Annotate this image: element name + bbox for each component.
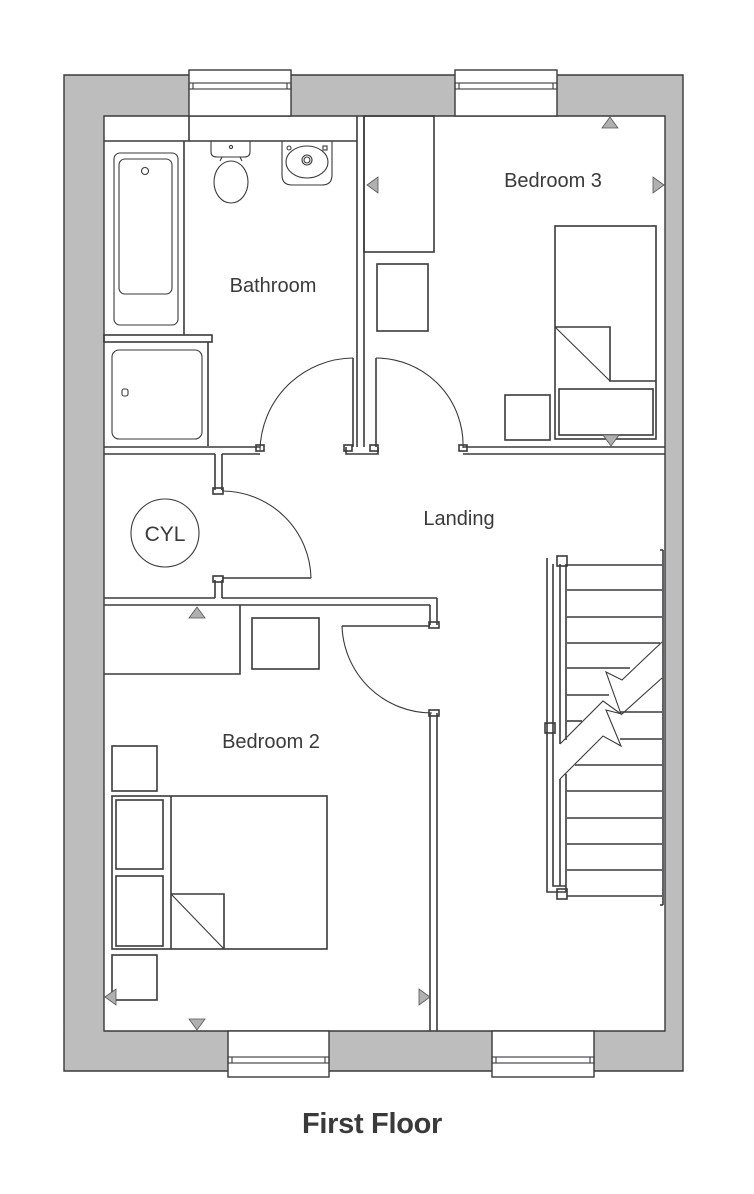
- toilet: [210, 141, 251, 204]
- arrow-right-icon: [418, 988, 431, 1006]
- bathroom-boxing: [104, 116, 357, 142]
- window-bottom-right: [491, 1030, 595, 1078]
- bedroom3-bedside: [504, 394, 551, 441]
- window-top-right: [454, 69, 558, 117]
- room-label-bedroom3: Bedroom 3: [504, 170, 602, 192]
- bath: [113, 141, 185, 335]
- bedroom3-wardrobe: [363, 115, 435, 253]
- window-top-left: [188, 69, 292, 117]
- door-bedroom3: [369, 357, 468, 452]
- cylinder-label: CYL: [145, 523, 186, 546]
- floor-title: First Floor: [301, 1108, 443, 1140]
- door-cylinder-cupboard: [212, 487, 312, 583]
- arrow-right-icon: [652, 176, 665, 194]
- bedroom2-bedside-bottom: [111, 954, 158, 1001]
- interior-walls: [104, 116, 665, 1031]
- bedroom2-double-bed: [111, 795, 328, 950]
- arrow-up-icon: [188, 606, 206, 619]
- room-label-bedroom2: Bedroom 2: [222, 731, 320, 753]
- bedroom2-wardrobe: [104, 605, 241, 675]
- room-label-landing: Landing: [423, 508, 494, 530]
- arrow-left-icon: [104, 988, 117, 1006]
- arrow-left-icon: [366, 176, 379, 194]
- external-wall: [63, 74, 684, 1072]
- bedroom3-chest: [376, 263, 429, 332]
- door-bedroom2: [341, 621, 440, 717]
- shower: [103, 334, 213, 446]
- door-bathroom: [255, 357, 354, 452]
- staircase: [544, 549, 664, 906]
- bedroom3-single-bed: [554, 225, 657, 440]
- basin: [281, 141, 333, 186]
- arrow-down-icon: [602, 434, 620, 447]
- room-label-bathroom: Bathroom: [230, 275, 317, 297]
- arrow-up-icon: [601, 116, 619, 129]
- hot-water-cylinder: [130, 498, 200, 568]
- bedroom2-bedside-top: [111, 745, 158, 792]
- bedroom2-chest: [251, 617, 320, 670]
- window-bottom-left: [227, 1030, 330, 1078]
- arrow-down-icon: [188, 1018, 206, 1031]
